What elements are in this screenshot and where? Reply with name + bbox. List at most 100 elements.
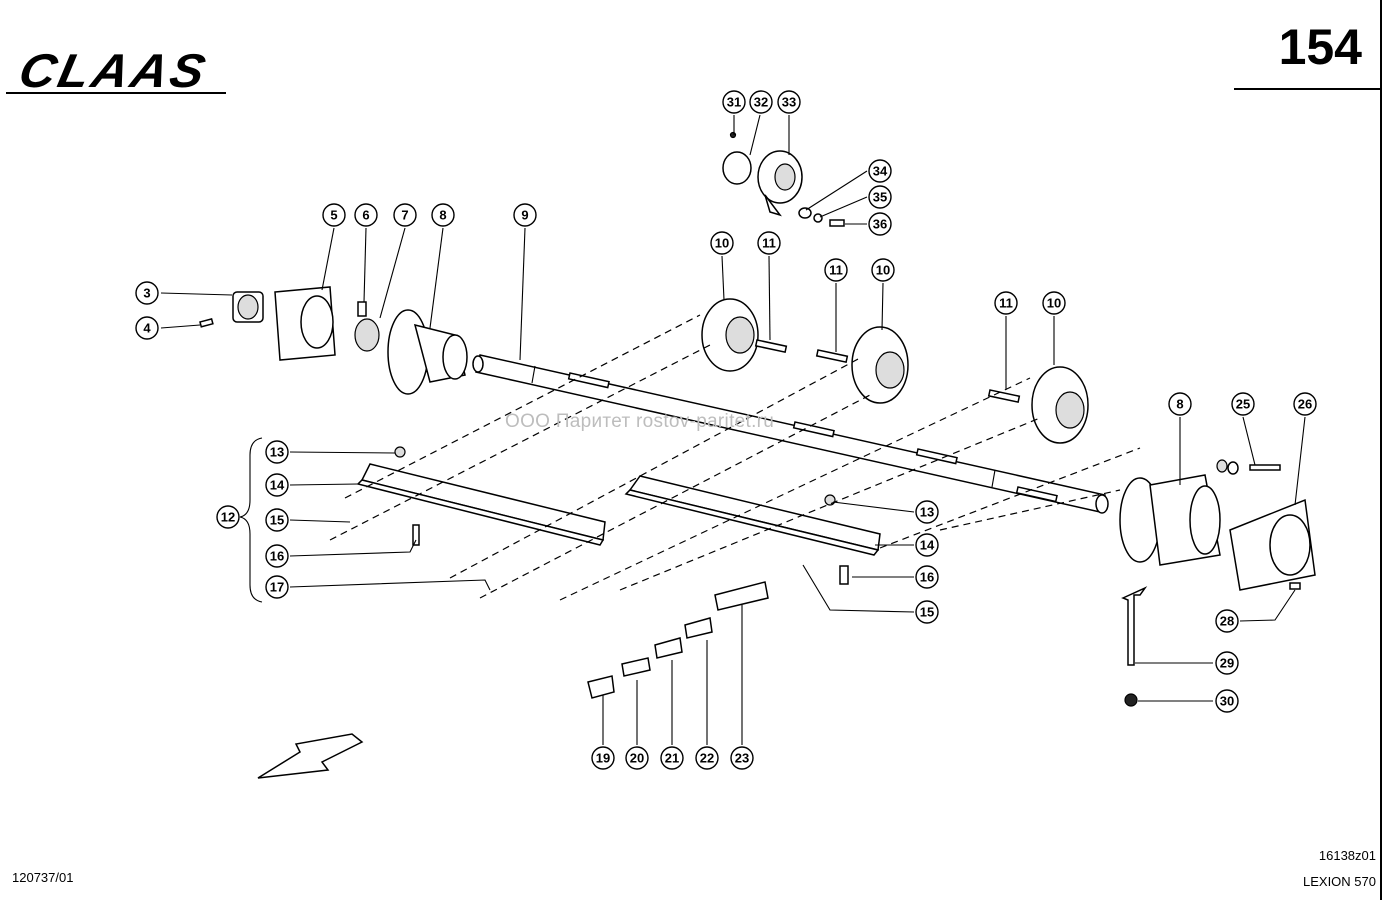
callout-label: 26 — [1298, 397, 1312, 412]
callout-label: 9 — [521, 208, 528, 223]
callout-11-c: 11 — [994, 291, 1018, 315]
shaft — [472, 354, 1109, 514]
callout-label: 7 — [401, 208, 408, 223]
callout-14-right: 14 — [915, 533, 939, 557]
callout-8-right: 8 — [1168, 392, 1192, 416]
callout-label: 14 — [920, 538, 935, 553]
callout-25: 25 — [1231, 392, 1255, 416]
group-bracket — [239, 437, 263, 603]
callout-12: 12 — [216, 505, 240, 529]
dashed-alignment-lines — [329, 314, 1141, 601]
callout-31: 31 — [722, 90, 746, 114]
callout-36: 36 — [868, 212, 892, 236]
callout-label: 15 — [920, 605, 934, 620]
callout-label: 11 — [829, 263, 843, 278]
page-number: 154 — [1278, 19, 1362, 75]
callout-label: 8 — [1176, 397, 1183, 412]
callout-label: 15 — [270, 513, 284, 528]
watermark-text: ООО Паритет rostov-paritet.ru — [505, 411, 775, 432]
rail-left — [356, 446, 606, 546]
header-rule-right — [1234, 88, 1380, 90]
callout-16-left: 16 — [265, 544, 289, 568]
callout-28: 28 — [1215, 609, 1239, 633]
callout-label: 23 — [735, 751, 749, 766]
callout-label: 4 — [143, 321, 151, 336]
callout-8-left: 8 — [431, 203, 455, 227]
callout-label: 28 — [1220, 614, 1234, 629]
callout-label: 10 — [1047, 296, 1061, 311]
callout-label: 10 — [715, 236, 729, 251]
callout-label: 34 — [873, 164, 888, 179]
callout-label: 12 — [221, 510, 235, 525]
callout-label: 16 — [270, 549, 284, 564]
drawing-code: 16138z01 — [1318, 848, 1376, 863]
callout-19: 19 — [591, 746, 615, 770]
callout-5: 5 — [322, 203, 346, 227]
callout-26: 26 — [1293, 392, 1317, 416]
callout-label: 29 — [1220, 656, 1234, 671]
callout-9: 9 — [513, 203, 537, 227]
callout-label: 21 — [665, 751, 679, 766]
frame-border-right — [1380, 0, 1382, 900]
callout-21: 21 — [660, 746, 684, 770]
callout-label: 3 — [143, 286, 150, 301]
callout-label: 6 — [362, 208, 369, 223]
callout-15-left: 15 — [265, 508, 289, 532]
callout-label: 30 — [1220, 694, 1234, 709]
leader-lines — [160, 114, 1306, 745]
callout-label: 10 — [876, 263, 890, 278]
right-bearing-group — [1119, 459, 1316, 707]
callout-label: 25 — [1236, 397, 1250, 412]
callout-label: 16 — [920, 570, 934, 585]
top-bearing-group — [722, 131, 845, 227]
callout-35: 35 — [868, 185, 892, 209]
callout-label: 13 — [270, 445, 284, 460]
callout-label: 20 — [630, 751, 644, 766]
sprocket-2 — [815, 326, 909, 404]
callout-10-b: 10 — [871, 258, 895, 282]
callout-20: 20 — [625, 746, 649, 770]
callout-label: 36 — [873, 217, 887, 232]
callout-34: 34 — [868, 159, 892, 183]
callout-label: 8 — [439, 208, 446, 223]
callout-16-right: 16 — [915, 565, 939, 589]
callout-6: 6 — [354, 203, 378, 227]
callout-label: 11 — [999, 296, 1013, 311]
callout-label: 5 — [330, 208, 337, 223]
callout-4: 4 — [135, 316, 159, 340]
callout-label: 35 — [873, 190, 887, 205]
callout-23: 23 — [730, 746, 754, 770]
model-name: LEXION 570 — [1303, 874, 1376, 889]
callout-32: 32 — [749, 90, 773, 114]
callout-label: 33 — [782, 95, 796, 110]
callout-13-left: 13 — [265, 440, 289, 464]
sprocket-1 — [701, 298, 788, 372]
callout-14-left: 14 — [265, 473, 289, 497]
callout-11-b: 11 — [824, 258, 848, 282]
callout-17: 17 — [265, 575, 289, 599]
callout-10-a: 10 — [710, 231, 734, 255]
direction-arrow-icon — [257, 733, 364, 779]
callout-label: 32 — [754, 95, 768, 110]
callout-label: 11 — [762, 236, 776, 251]
callout-10-c: 10 — [1042, 291, 1066, 315]
callout-30: 30 — [1215, 689, 1239, 713]
callout-33: 33 — [777, 90, 801, 114]
callout-3: 3 — [135, 281, 159, 305]
callout-label: 14 — [270, 478, 285, 493]
callout-29: 29 — [1215, 651, 1239, 675]
callout-7: 7 — [393, 203, 417, 227]
callout-15-right: 15 — [915, 600, 939, 624]
callout-13-right: 13 — [915, 500, 939, 524]
header-rule-left — [6, 92, 226, 94]
callout-11-a: 11 — [757, 231, 781, 255]
rail-right — [624, 475, 881, 585]
chain-links — [587, 581, 769, 699]
callout-label: 17 — [270, 580, 284, 595]
sprocket-3 — [987, 366, 1089, 444]
callout-label: 22 — [700, 751, 714, 766]
document-number: 120737/01 — [12, 870, 74, 885]
callout-22: 22 — [695, 746, 719, 770]
